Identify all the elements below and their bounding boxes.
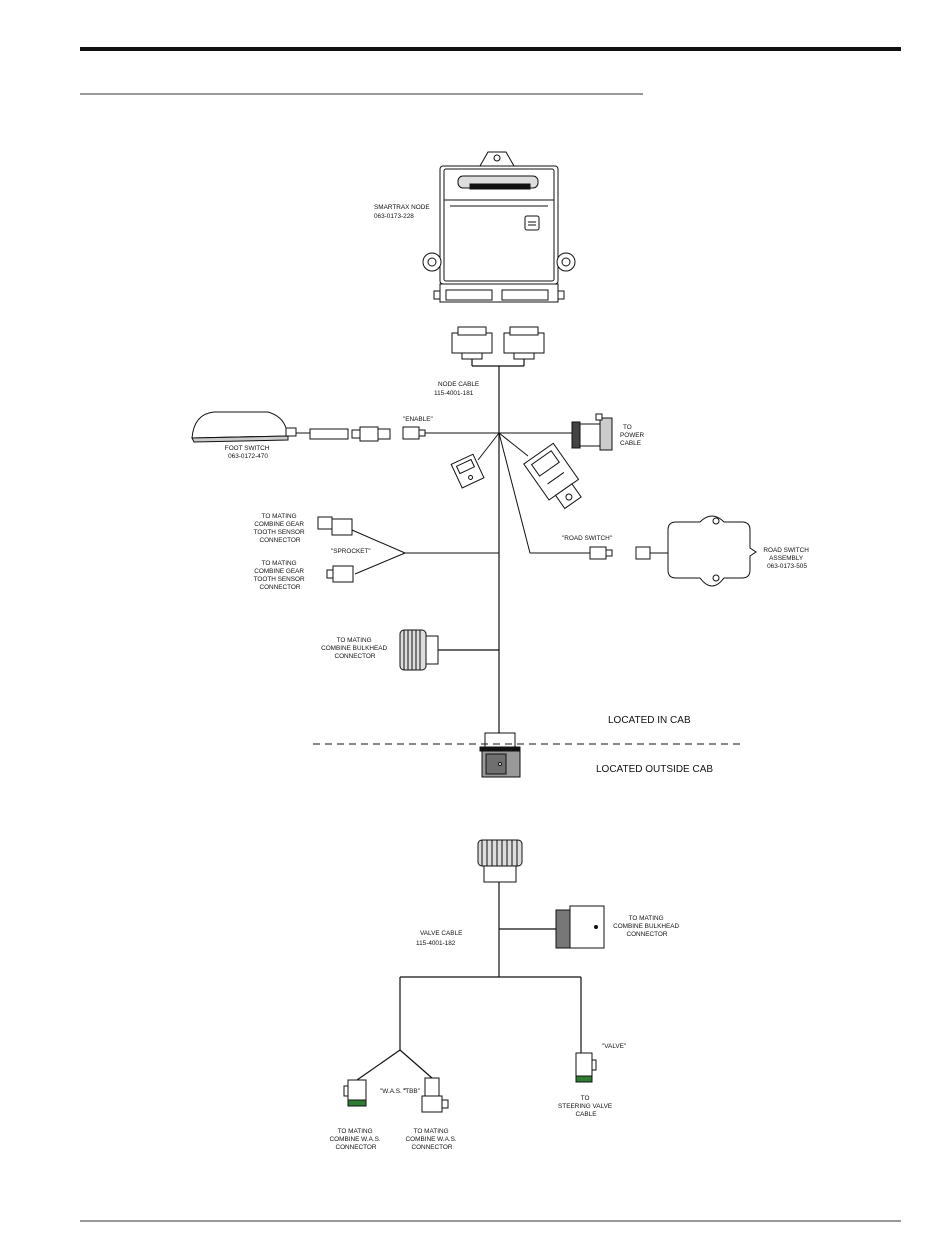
junction-wires — [477, 432, 590, 554]
gear-sensor-label-1: TO MATING COMBINE GEAR TOOTH SENSOR CONN… — [254, 513, 307, 544]
road-switch-icon — [667, 515, 757, 587]
was-label-2: TO MATING COMBINE W.A.S. CONNECTOR — [406, 1128, 459, 1151]
road-switch-connector-icon — [589, 546, 668, 560]
power-connector-icon — [571, 413, 613, 451]
located-outside-cab-label: LOCATED OUTSIDE CAB — [596, 764, 713, 775]
was-connector-icon — [343, 1079, 367, 1107]
node-cable-plug-icon — [451, 326, 545, 360]
header-rule — [80, 47, 901, 51]
valve-connector-icon — [575, 1052, 597, 1083]
bulkhead-label-2: TO MATING COMBINE BULKHEAD CONNECTOR — [613, 915, 681, 938]
road-switch-label: ROAD SWITCH ASSEMBLY 063-0173-505 — [763, 547, 810, 570]
valve-cable-wires — [356, 882, 582, 1081]
steering-valve-label: TO STEERING VALVE CABLE — [558, 1095, 614, 1118]
valve-cable-label: VALVE CABLE 115-4001-182 — [416, 930, 464, 947]
valve-tag: "VALVE" — [602, 1043, 626, 1050]
sprocket-label: "SPROCKET" — [331, 548, 371, 555]
was-label-1: TO MATING COMBINE W.A.S. CONNECTOR — [330, 1128, 383, 1151]
bulkhead-label-1: TO MATING COMBINE BULKHEAD CONNECTOR — [321, 637, 389, 660]
road-switch-tag: "ROAD SWITCH" — [562, 535, 612, 542]
gear-sensor-connector-icon — [317, 516, 354, 583]
node-label: SMARTRAX NODE 063-0173-228 — [374, 204, 431, 220]
foot-switch-label: FOOT SWITCH 063-0172-470 — [225, 445, 271, 460]
foot-switch-icon — [191, 411, 391, 443]
sprocket-wires — [351, 529, 499, 575]
smartrax-node-icon — [422, 151, 576, 303]
gear-sensor-label-2: TO MATING COMBINE GEAR TOOTH SENSOR CONN… — [254, 560, 307, 591]
relay-connector-icon — [523, 442, 582, 510]
was-tag: "W.A.S. " — [380, 1088, 406, 1095]
tbb-tag: "TBB" — [403, 1088, 420, 1095]
cab-pass-through-connector-icon — [479, 732, 521, 778]
node-cable-wires — [471, 359, 525, 733]
angled-connector-icon — [450, 453, 485, 489]
located-in-cab-label: LOCATED IN CAB — [608, 715, 691, 726]
enable-label: "ENABLE" — [403, 416, 433, 423]
valve-cable-plug-icon — [477, 839, 523, 883]
node-cable-label: NODE CABLE 115-4001-181 — [434, 381, 481, 397]
tbb-connector-icon — [421, 1077, 449, 1113]
power-label: TO POWER CABLE — [620, 424, 646, 447]
enable-connector-icon — [402, 426, 426, 440]
bulkhead-connector-2-icon — [555, 905, 605, 949]
bulkhead-connector-icon — [399, 629, 439, 671]
